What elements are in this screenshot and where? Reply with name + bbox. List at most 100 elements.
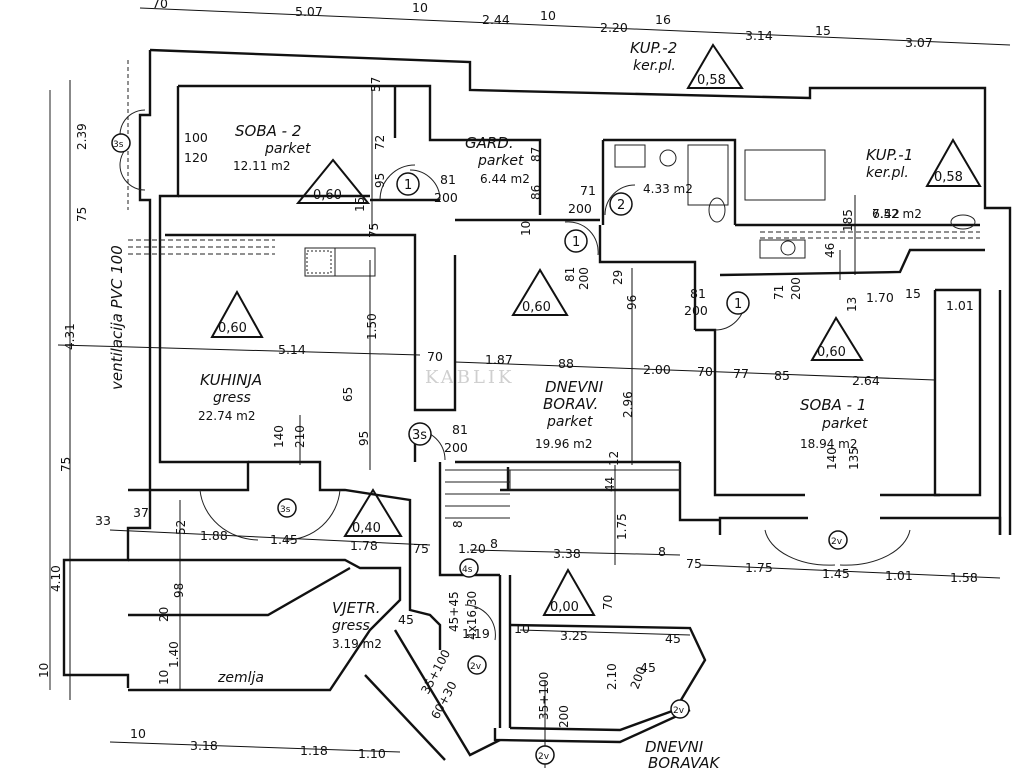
bath-area: 4.33 m2 — [643, 182, 693, 196]
dim-label: 77 — [733, 366, 749, 381]
dim-label: 200 — [557, 705, 571, 728]
dim-label: 100 — [184, 130, 208, 145]
dim-label: 70 — [601, 595, 615, 610]
dim-label: 4x16,30 — [465, 591, 479, 640]
dim-label: 8 — [490, 536, 498, 551]
dim-label: 15 — [815, 23, 831, 38]
dimension-lines — [57, 7, 1011, 768]
dim-label: 10 — [519, 221, 533, 236]
dnevni-floor: parket — [546, 414, 593, 430]
dim-label: 85 — [774, 368, 790, 383]
dim-label: 1.01 — [885, 568, 913, 583]
soba2-level: 0,60 — [313, 188, 342, 203]
vjetr-level: 0,40 — [352, 521, 381, 536]
dim-label: 45 — [398, 612, 414, 627]
dim-label: 200 — [568, 201, 592, 216]
dim-label: 3.07 — [905, 35, 933, 50]
door-label: 3s — [412, 428, 427, 443]
dim-label: 135 — [847, 447, 861, 470]
dim-label: 81 — [690, 286, 706, 301]
dim-label: 45+45 — [447, 591, 461, 632]
dim-label: 16 — [655, 12, 671, 27]
dim-label: 185 — [841, 209, 855, 232]
dim-label: 1.87 — [485, 352, 513, 367]
dimensions-mid: 5.14 70 1.87 88 2.00 70 77 85 2.64 — [278, 342, 880, 388]
dim-label: 52 — [174, 520, 188, 535]
dim-label: 95 — [373, 173, 387, 188]
door-label: 1 — [572, 235, 580, 250]
soba2-area: 12.11 m2 — [233, 159, 291, 173]
dnevni-level: 0,60 — [522, 300, 551, 315]
dim-label: 81 — [440, 172, 456, 187]
ventilation-note: ventilacija PVC 100 — [108, 245, 126, 390]
dim-label: 81 — [452, 422, 468, 437]
dim-label: 1.45 — [822, 566, 850, 581]
dim-label: 72 — [373, 135, 387, 150]
lower-level: 0,00 — [550, 600, 579, 615]
dim-label: 2.39 — [75, 123, 89, 150]
dim-label: 1.45 — [270, 532, 298, 547]
dim-label: 20 — [157, 607, 171, 622]
dnevni-name: DNEVNI — [545, 378, 604, 396]
kup2-name: KUP.-2 — [630, 39, 677, 57]
dim-label: 1.58 — [950, 570, 978, 585]
door-label: 1 — [734, 297, 742, 312]
dim-label: 70 — [697, 364, 713, 379]
dim-label: 2.10 — [605, 663, 619, 690]
dim-label: 46 — [823, 243, 837, 258]
dim-label: 4.31 — [63, 323, 77, 350]
dim-label: 33 — [95, 513, 111, 528]
dimensions-left: 2.39 75 4.31 75 4.10 10 — [37, 123, 89, 678]
dim-label: 2.20 — [600, 20, 628, 35]
dim-label: 96 — [625, 295, 639, 310]
dim-label: 45 — [640, 660, 656, 675]
dim-label: 75 — [59, 457, 73, 472]
dim-label: 2.00 — [643, 362, 671, 377]
walls — [62, 48, 1012, 761]
level-markers — [210, 43, 982, 616]
dim-label: 210 — [293, 425, 307, 448]
dim-label: 44 — [603, 477, 617, 492]
dimensions-top: 70 5.07 10 2.44 10 2.20 16 3.14 15 3.07 — [152, 0, 933, 50]
kup1-area: 7.52 m2 — [872, 207, 922, 221]
dim-label: 200 — [684, 303, 708, 318]
dimensions-vertical-misc: 57 72 95 15 75 87 86 10 81 200 29 96 71 … — [157, 77, 861, 728]
dim-label: 3.14 — [745, 28, 773, 43]
dim-label: 1.75 — [745, 560, 773, 575]
dim-label: 3.25 — [560, 628, 588, 643]
dim-label: 1.88 — [200, 528, 228, 543]
dim-label: 6.42 — [872, 206, 900, 221]
dim-label: 1.20 — [458, 541, 486, 556]
soba2-name: SOBA - 2 — [235, 122, 301, 140]
dim-label: 10 — [412, 0, 428, 15]
kup2-floor: ker.pl. — [633, 58, 676, 74]
kuhinja-name: KUHINJA — [200, 371, 262, 389]
soba1-floor: parket — [821, 416, 868, 432]
dim-label: 8 — [658, 544, 666, 559]
dim-label: 1.01 — [946, 298, 974, 313]
dim-label: 75 — [75, 207, 89, 222]
dim-label: 75 — [413, 541, 429, 556]
gard-area: 6.44 m2 — [480, 172, 530, 186]
soba1-name: SOBA - 1 — [800, 396, 866, 414]
kuhinja-area: 22.74 m2 — [198, 409, 256, 423]
dim-label: 70 — [427, 349, 443, 364]
dim-label: 1.40 — [167, 641, 181, 668]
kup1-level: 0,58 — [934, 170, 963, 185]
dim-label: 45 — [665, 631, 681, 646]
dim-label: 10 — [540, 8, 556, 23]
dim-label: 1.19 — [462, 626, 490, 641]
dim-label: 81 — [563, 267, 577, 282]
dim-label: 1.75 — [615, 513, 629, 540]
dim-label: 10 — [37, 663, 51, 678]
dim-label: 57 — [369, 77, 383, 92]
dim-label: 200 — [434, 190, 458, 205]
zemlja-label: zemlja — [217, 670, 264, 686]
door-circles — [111, 133, 848, 765]
dim-label: 10 — [157, 670, 171, 685]
dim-label: 2.96 — [621, 391, 635, 418]
dim-label: 75 — [367, 223, 381, 238]
dim-label: 1.10 — [358, 746, 386, 761]
dnevni-name2: BORAV. — [543, 395, 598, 413]
